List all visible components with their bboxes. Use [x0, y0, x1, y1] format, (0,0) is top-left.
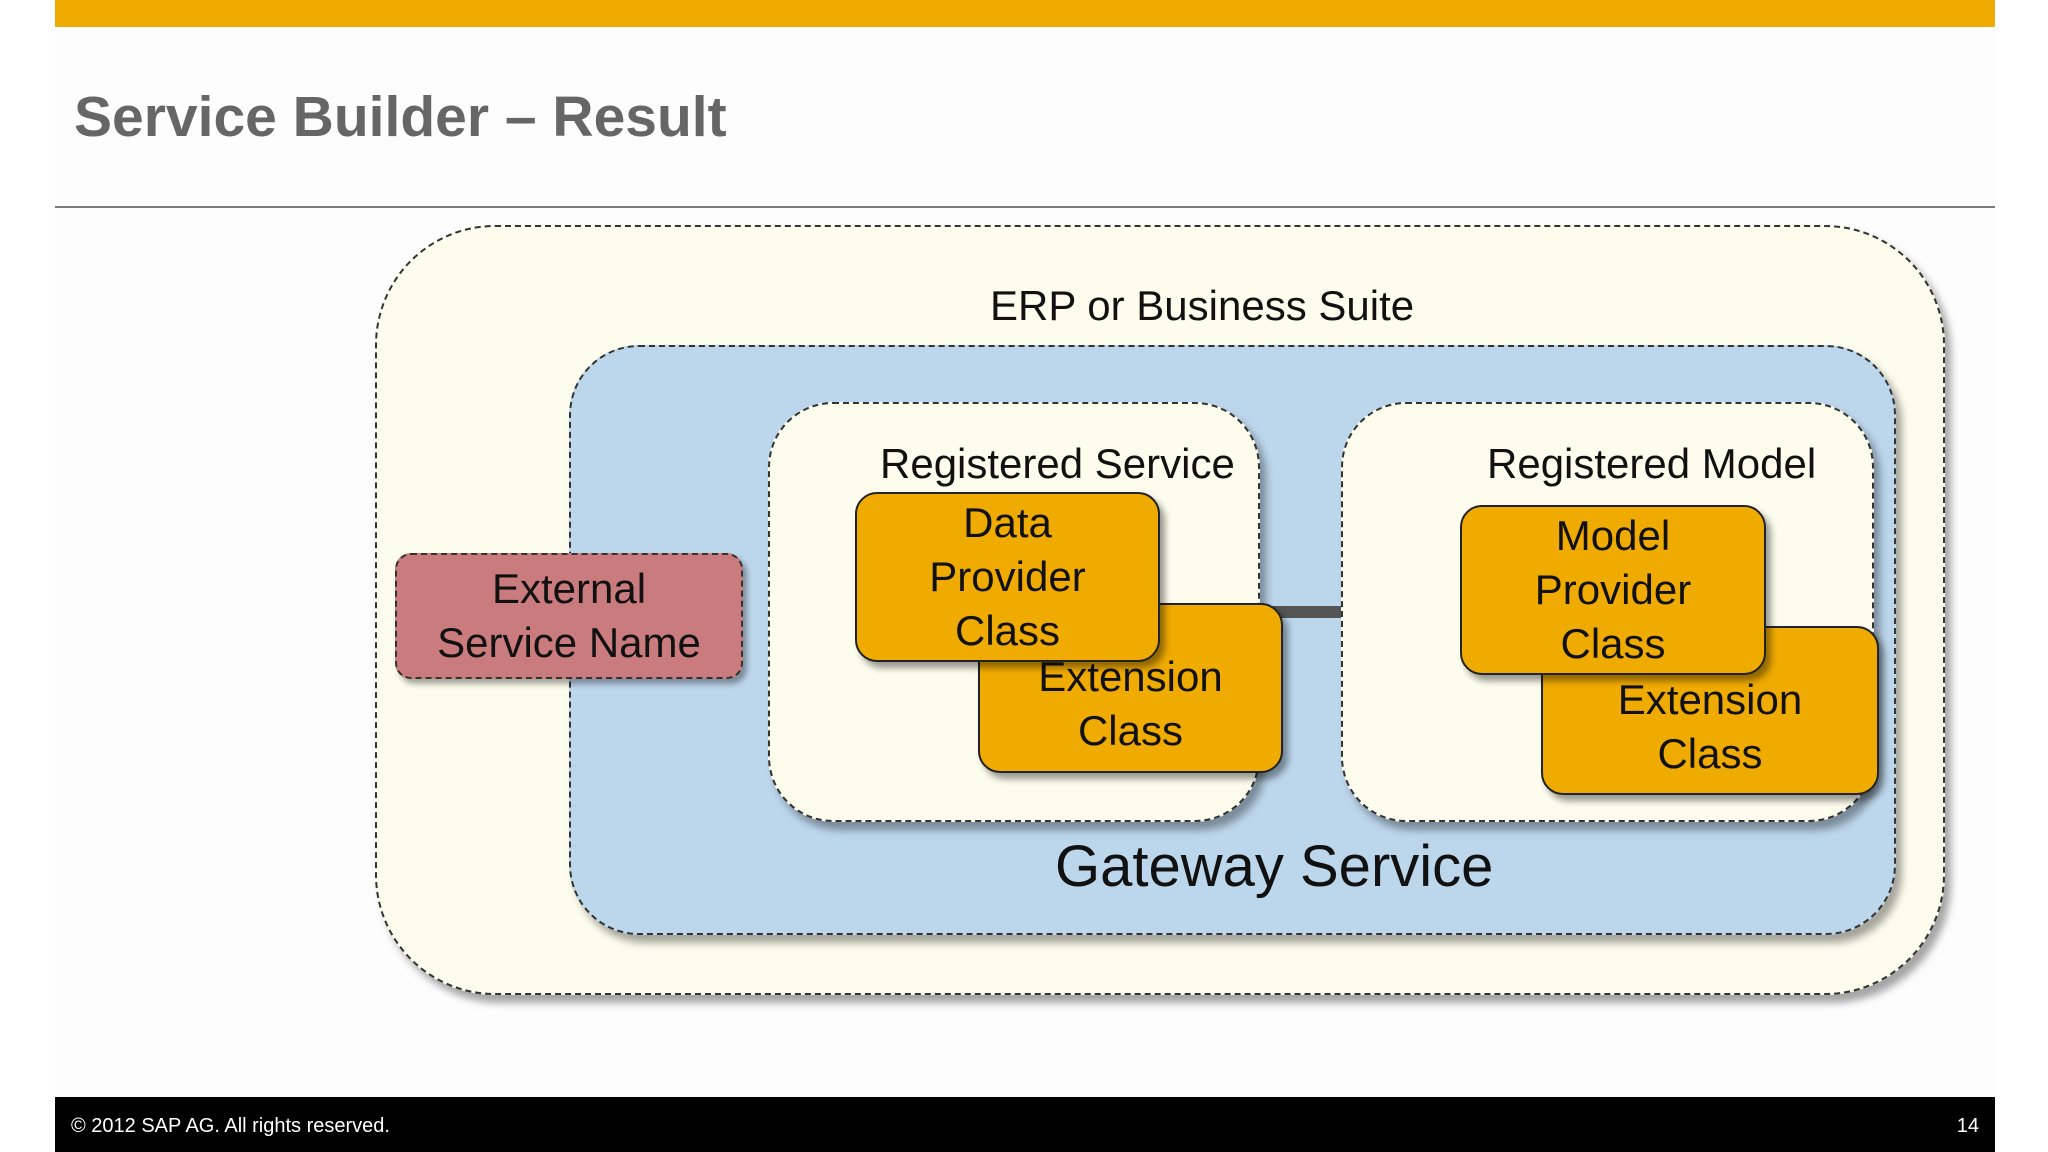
- registered-service-label: Registered Service: [880, 440, 1235, 487]
- external-service-name-box: External Service Name: [395, 553, 743, 679]
- data-provider-class-label: Data Provider Class: [929, 499, 1086, 654]
- extension-class-label: Extension Class: [1038, 653, 1223, 754]
- data-provider-class-box: Data Provider Class: [855, 492, 1160, 662]
- model-provider-class-label: Model Provider Class: [1534, 512, 1692, 667]
- slide-footer: © 2012 SAP AG. All rights reserved. 14: [55, 1097, 1995, 1152]
- gateway-service-label: Gateway Service: [1055, 834, 1494, 899]
- slide-title: Service Builder – Result: [74, 85, 727, 149]
- page-number: 14: [1956, 1115, 1979, 1137]
- registered-model-label: Registered Model: [1487, 440, 1817, 487]
- erp-label: ERP or Business Suite: [990, 282, 1415, 329]
- accent-bar: [55, 0, 1995, 27]
- external-service-name-label: External Service Name: [437, 565, 701, 666]
- model-extension-class-label: Extension Class: [1617, 675, 1803, 777]
- title-divider: [55, 206, 1995, 208]
- copyright-notice: © 2012 SAP AG. All rights reserved.: [71, 1115, 390, 1137]
- model-provider-class-box: Model Provider Class: [1460, 505, 1766, 675]
